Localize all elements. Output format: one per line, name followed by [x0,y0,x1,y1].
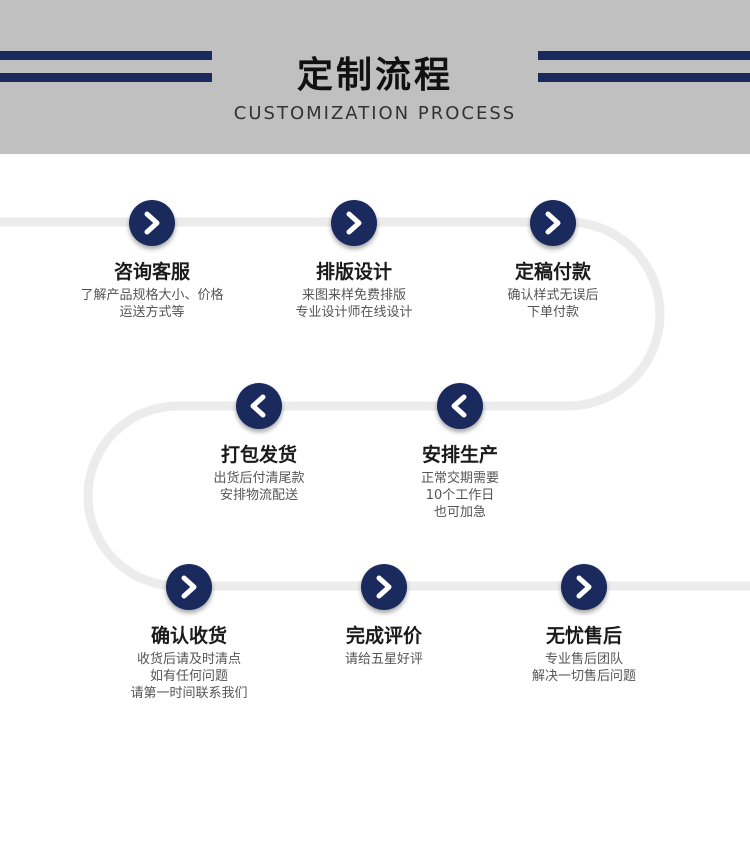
step-desc-line: 安排物流配送 [219,488,298,503]
step-desc-line: 了解产品规格大小、价格 [80,288,224,303]
step-production: 安排生产 正常交期需要 10个工作日 也可加急 [360,383,560,533]
step-description: 出货后付清尾款 安排物流配送 [159,470,359,504]
chevron-right-icon [331,200,377,246]
step-description: 收货后请及时清点 如有任何问题 请第一时间联系我们 [89,651,289,702]
step-consult: 咨询客服 了解产品规格大小、价格 运送方式等 [52,200,252,330]
step-after-sales: 无忧售后 专业售后团队 解决一切售后问题 [484,564,684,694]
step-review: 完成评价 请给五星好评 [284,564,484,694]
chevron-right-icon [166,564,212,610]
step-description: 了解产品规格大小、价格 运送方式等 [52,287,252,321]
step-title: 打包发货 [220,444,297,466]
step-title: 排版设计 [315,261,392,283]
step-description: 来图来样免费排版 专业设计师在线设计 [254,287,454,321]
step-description: 确认样式无误后 下单付款 [453,287,653,321]
header-stripe [538,73,750,82]
step-desc-line: 也可加急 [433,505,486,520]
step-desc-line: 运送方式等 [119,305,185,320]
step-desc-line: 请第一时间联系我们 [130,686,248,701]
step-desc-line: 请给五星好评 [344,652,423,667]
step-desc-line: 下单付款 [526,305,579,320]
step-desc-line: 10个工作日 [425,488,495,503]
step-desc-line: 来图来样免费排版 [301,288,406,303]
step-title: 定稿付款 [514,261,591,283]
chevron-right-icon [530,200,576,246]
step-title: 确认收货 [150,625,227,647]
step-desc-line: 如有任何问题 [149,669,228,684]
step-desc-line: 解决一切售后问题 [531,669,636,684]
step-description: 正常交期需要 10个工作日 也可加急 [360,470,560,521]
header-stripe [538,51,750,60]
step-design: 排版设计 来图来样免费排版 专业设计师在线设计 [254,200,454,330]
chevron-right-icon [361,564,407,610]
step-payment: 定稿付款 确认样式无误后 下单付款 [453,200,653,330]
page-subtitle: CUSTOMIZATION PROCESS [233,103,517,124]
step-desc-line: 专业设计师在线设计 [295,305,413,320]
step-desc-line: 正常交期需要 [420,471,499,486]
header-stripe [0,51,212,60]
step-desc-line: 确认样式无误后 [507,288,599,303]
step-description: 专业售后团队 解决一切售后问题 [484,651,684,685]
step-desc-line: 收货后请及时清点 [136,652,241,667]
step-title: 安排生产 [421,444,498,466]
step-receipt: 确认收货 收货后请及时清点 如有任何问题 请第一时间联系我们 [89,564,289,714]
step-shipping: 打包发货 出货后付清尾款 安排物流配送 [159,383,359,513]
chevron-left-icon [236,383,282,429]
step-title: 咨询客服 [113,261,190,283]
chevron-left-icon [437,383,483,429]
step-title: 无忧售后 [545,625,622,647]
header-stripe [0,73,212,82]
chevron-right-icon [129,200,175,246]
step-desc-line: 专业售后团队 [544,652,623,667]
page-title: 定制流程 [296,55,453,96]
step-desc-line: 出货后付清尾款 [213,471,305,486]
chevron-right-icon [561,564,607,610]
step-title: 完成评价 [345,625,422,647]
step-description: 请给五星好评 [284,651,484,668]
header-banner: 定制流程 CUSTOMIZATION PROCESS [0,0,750,154]
